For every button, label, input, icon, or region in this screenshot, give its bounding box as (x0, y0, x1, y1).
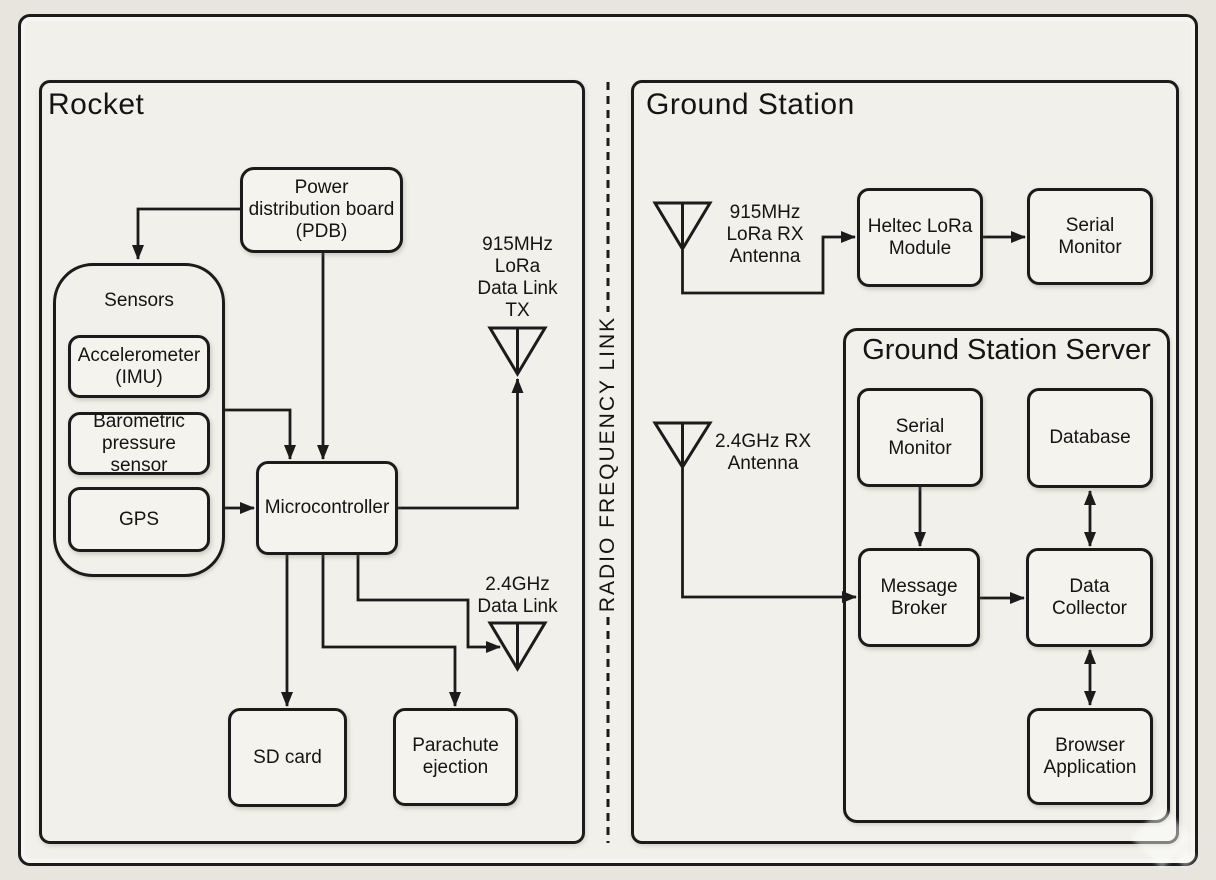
database-box: Database (1027, 388, 1153, 488)
sd-card-box: SD card (228, 708, 347, 807)
gps-box: GPS (68, 487, 210, 552)
antenna-915-rx-icon (652, 201, 713, 252)
connector-pdb-to-sensors (132, 207, 240, 260)
heltec-lora-module-box: Heltec LoRa Module (857, 188, 983, 287)
antenna-24-tx-label: 2.4GHz Data Link (477, 574, 558, 617)
rf-link-label: RADIO FREQUENCY LINK (596, 315, 619, 613)
antenna-24-rx-label: 2.4GHz RX Antenna (714, 431, 812, 474)
pdb-box: Power distribution board (PDB) (240, 167, 403, 253)
antenna-915-tx-icon (487, 326, 548, 377)
browser-application-box: Browser Application (1027, 708, 1153, 805)
antenna-915-tx-label: 915MHz LoRa Data Link TX (477, 234, 558, 321)
antenna-24-tx-icon (487, 621, 548, 672)
serial-monitor-box: Serial Monitor (1027, 188, 1153, 285)
connector-microcontroller-to-915-antenna (398, 378, 524, 510)
ground-station-panel-title: Ground Station (646, 88, 855, 121)
rocket-panel (39, 80, 585, 844)
rocket-panel-title: Rocket (48, 88, 145, 121)
server-serial-monitor-box: Serial Monitor (857, 388, 983, 487)
data-collector-box: Data Collector (1026, 548, 1153, 647)
connector-rx24-antenna-to-message-broker (681, 468, 857, 603)
antenna-24-rx-icon (652, 421, 713, 470)
connector-rx915-antenna-to-heltec (681, 231, 856, 295)
ground-station-panel (631, 80, 1179, 844)
connector-sensors-to-microcontroller-top (225, 408, 296, 460)
sensors-container (53, 263, 225, 577)
accelerometer-box: Accelerometer (IMU) (68, 335, 210, 398)
ground-station-server-title: Ground Station Server (862, 334, 1151, 366)
antenna-915-rx-label: 915MHz LoRa RX Antenna (726, 202, 804, 267)
ground-station-server-container (843, 328, 1170, 823)
connector-microcontroller-to-24-antenna (356, 555, 501, 653)
sensors-title: Sensors (104, 290, 174, 311)
parachute-ejection-box: Parachute ejection (393, 708, 518, 806)
message-broker-box: Message Broker (858, 548, 980, 647)
connector-microcontroller-to-parachute (321, 555, 461, 707)
microcontroller-box: Microcontroller (256, 461, 398, 555)
barometric-box: Barometric pressure sensor (68, 411, 210, 476)
